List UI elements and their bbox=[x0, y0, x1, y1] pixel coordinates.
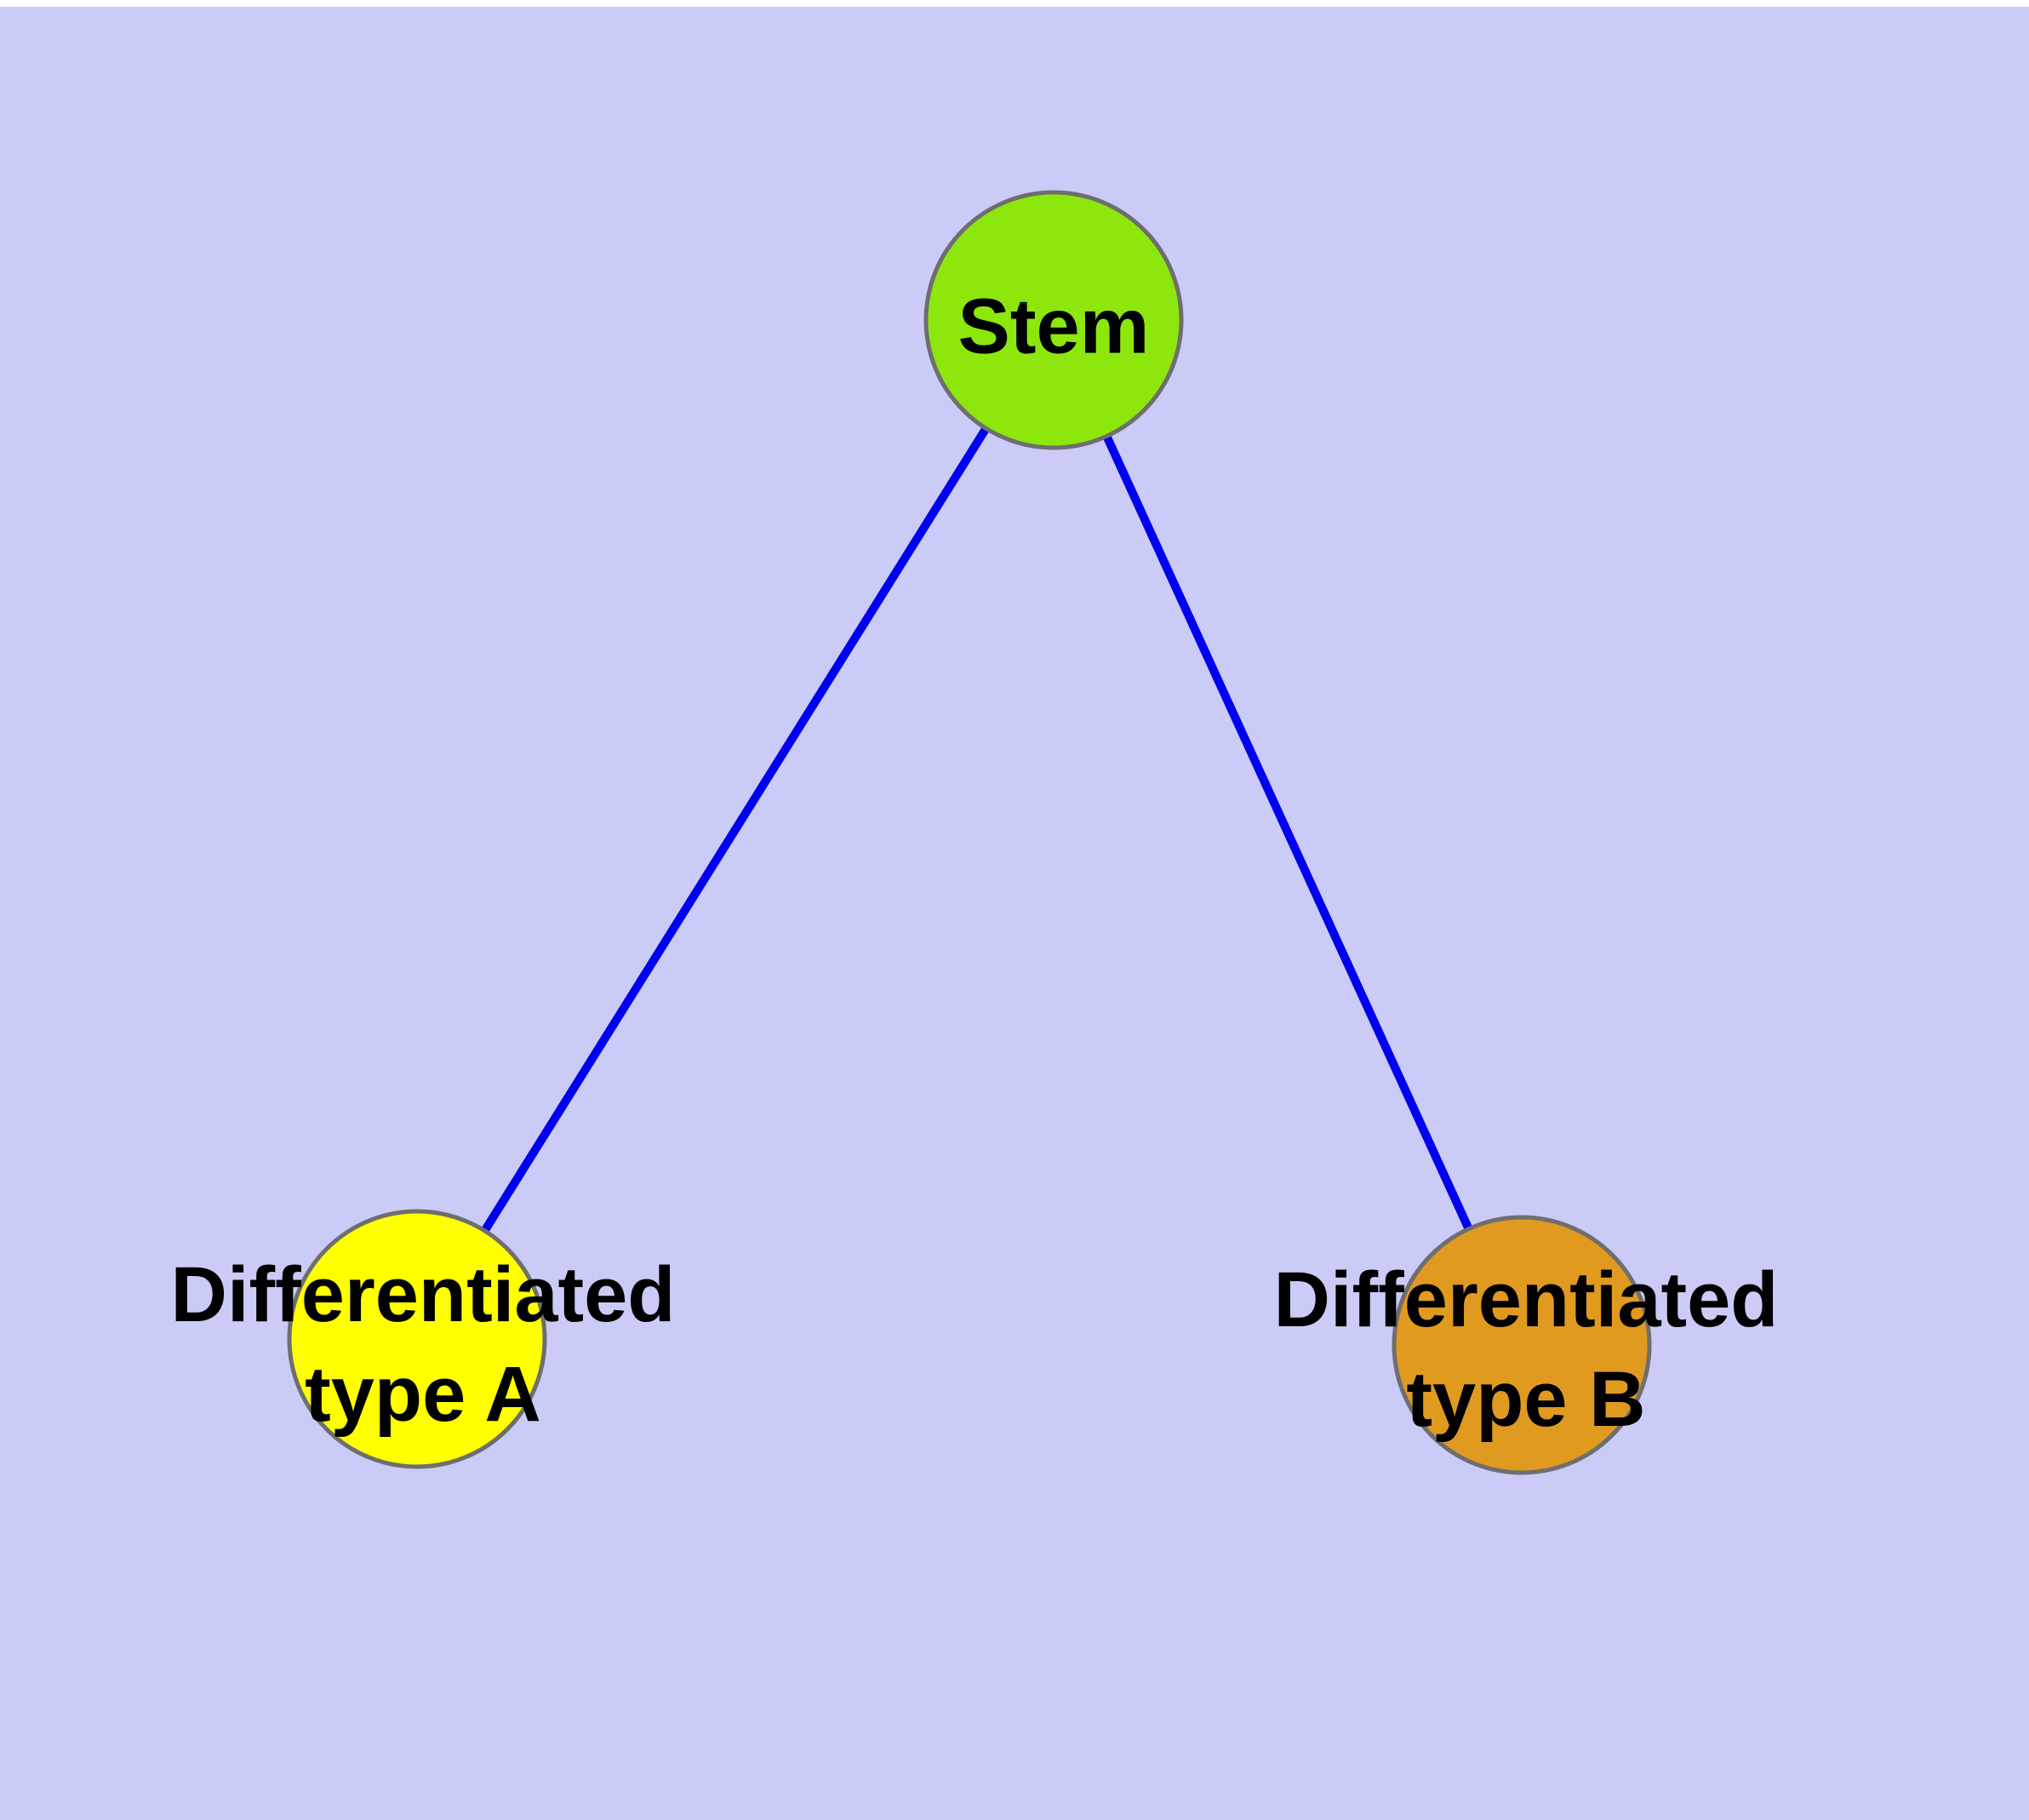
node-type-b-circle bbox=[1392, 1215, 1652, 1475]
edge-stem-to-type-b bbox=[1049, 318, 1526, 1348]
edge-stem-to-type-a bbox=[413, 318, 1058, 1342]
node-type-a-label: Differentiated type A bbox=[170, 1251, 676, 1438]
graph-svg bbox=[0, 7, 2029, 1820]
node-type-a-circle bbox=[287, 1209, 547, 1469]
node-stem-label: Stem bbox=[957, 283, 1150, 370]
node-stem-circle bbox=[923, 190, 1184, 450]
graph-canvas: Stem Differentiated type A Differentiate… bbox=[0, 7, 2029, 1820]
node-type-b-label: Differentiated type B bbox=[1273, 1256, 1779, 1443]
